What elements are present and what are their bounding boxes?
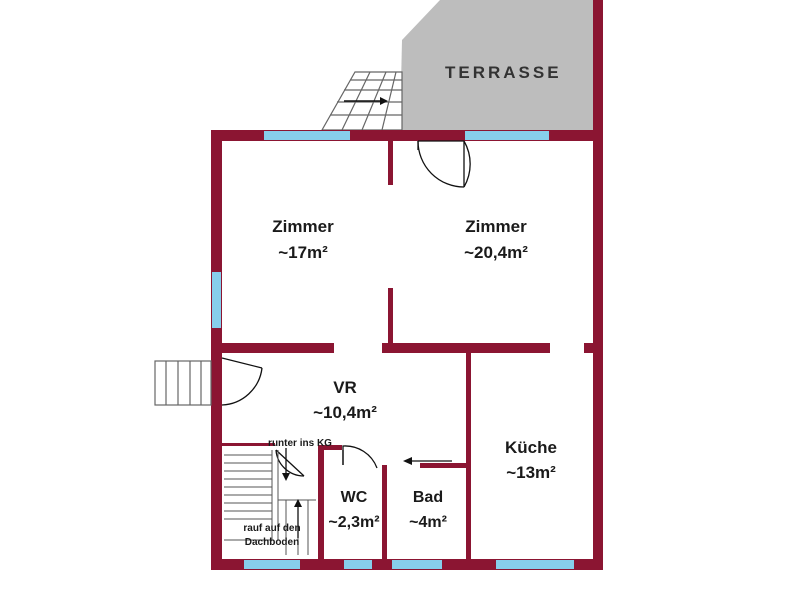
window-top-right [465, 131, 549, 140]
stairs-down-label: runter ins KG [268, 438, 332, 449]
terrace-right-wall [593, 0, 603, 135]
arrow-up-head [294, 499, 302, 507]
room-vr-name: VR [333, 378, 357, 397]
door-swings [221, 140, 471, 477]
room-wc-name: WC [341, 489, 368, 506]
room-wc-area: ~2,3m² [328, 514, 379, 531]
room-kueche-area: ~13m² [506, 463, 556, 482]
room-bad-name: Bad [413, 489, 443, 506]
arrow-down-head [282, 473, 290, 481]
room-bad-area: ~4m² [409, 514, 447, 531]
window-bottom-4 [496, 560, 574, 569]
entrance-stairs [154, 360, 212, 406]
interior-staircase [224, 450, 316, 555]
window-bottom-1 [244, 560, 300, 569]
window-bottom-3 [392, 560, 442, 569]
stairs-up-label-line2: Dachboden [245, 537, 299, 548]
window-left [212, 272, 221, 328]
terrace-stairs-arrow [344, 97, 388, 105]
window-top-left [264, 131, 350, 140]
window-bottom-2 [344, 560, 372, 569]
room-vr-area: ~10,4m² [313, 403, 377, 422]
interior-walls [222, 141, 593, 559]
stair-arrows [285, 448, 299, 538]
room-kueche-name: Küche [505, 438, 557, 457]
bad-arrow-head [403, 457, 412, 465]
room-zimmer-left-area: ~17m² [278, 243, 328, 262]
terrace-area [400, 0, 593, 130]
room-zimmer-right-area: ~20,4m² [464, 243, 528, 262]
room-zimmer-left-name: Zimmer [272, 217, 334, 236]
room-zimmer-right-name: Zimmer [465, 217, 527, 236]
terrace-label: TERRASSE [445, 63, 562, 82]
stairs-up-label-line1: rauf auf den [243, 523, 300, 534]
windows [212, 131, 574, 569]
